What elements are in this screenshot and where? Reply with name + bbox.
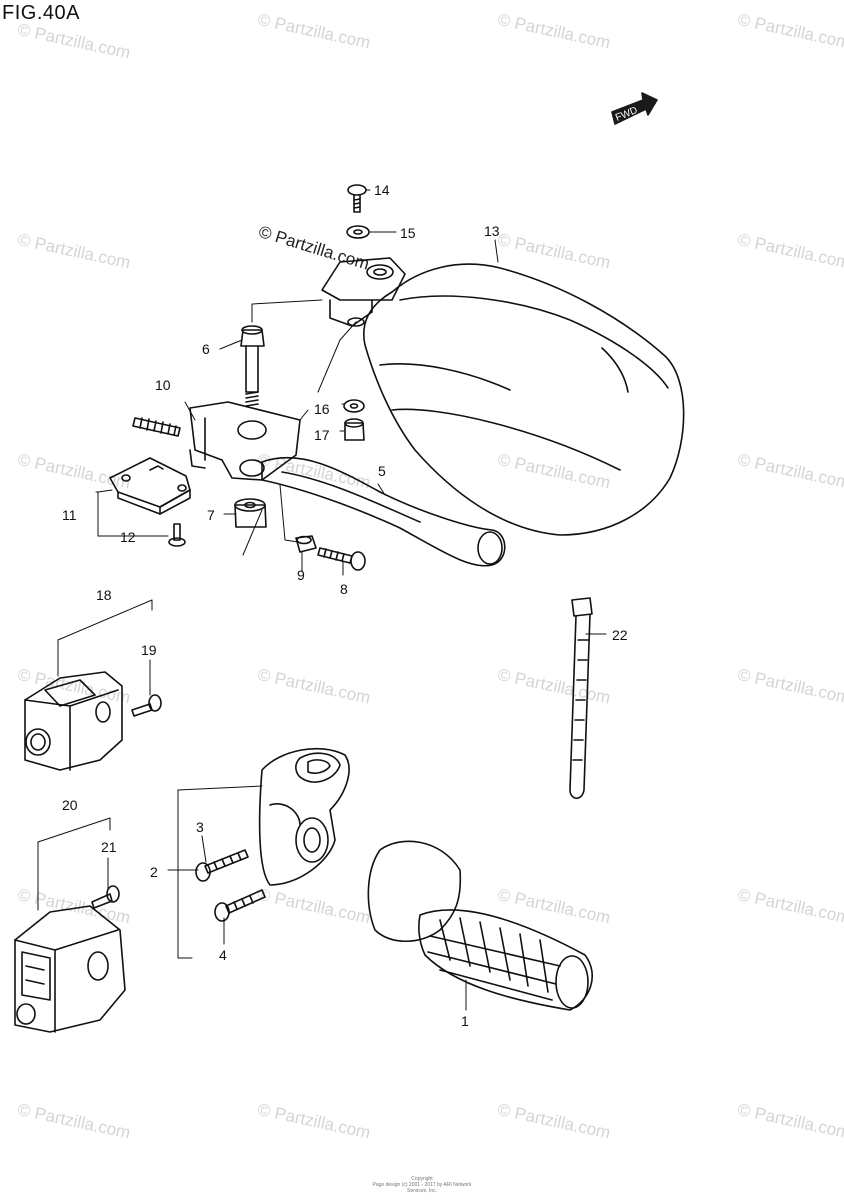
figure-title: FIG.40A	[2, 2, 80, 24]
screw-14	[347, 184, 367, 213]
callout-17: 17	[314, 427, 330, 443]
cable-tie-22	[569, 597, 593, 800]
callout-15: 15	[400, 225, 416, 241]
callout-5: 5	[378, 463, 386, 479]
lever-5	[261, 456, 506, 567]
callout-12: 12	[120, 529, 136, 545]
callout-22: 22	[612, 627, 628, 643]
fwd-arrow: FWD	[611, 92, 658, 125]
callout-20: 20	[62, 797, 78, 813]
screw-12	[168, 523, 186, 547]
washer-15	[346, 225, 370, 239]
grip-1	[367, 840, 594, 1011]
callout-7: 7	[207, 507, 215, 523]
screw-4	[214, 889, 266, 922]
callout-13: 13	[484, 223, 500, 239]
bolt-8	[317, 547, 366, 571]
nut-17	[344, 418, 365, 441]
pivot-bolt-6	[240, 325, 265, 407]
hand-guard	[363, 263, 685, 536]
callout-16: 16	[314, 401, 330, 417]
footer-page-design: Page design (c) 2001 - 2017 by ARI Netwo…	[372, 1182, 472, 1194]
adjuster-screw-10	[132, 417, 181, 437]
callout-18: 18	[96, 587, 112, 603]
switch-housing-20	[14, 905, 126, 1033]
switch-housing-18	[24, 671, 123, 771]
callout-11: 11	[62, 507, 77, 523]
collar-7	[234, 498, 267, 528]
callout-3: 3	[196, 819, 204, 835]
callout-1: 1	[461, 1013, 469, 1029]
nut-9	[295, 535, 317, 553]
fwd-label: FWD	[614, 105, 639, 124]
switch-11	[109, 457, 191, 515]
callout-6: 6	[202, 341, 210, 357]
screw-3	[195, 849, 249, 882]
washer-16	[343, 399, 365, 413]
screw-19	[131, 694, 162, 717]
callout-9: 9	[297, 567, 305, 583]
leader-lines	[37, 189, 607, 1011]
callout-4: 4	[219, 947, 227, 963]
callout-19: 19	[141, 642, 157, 658]
footer-copyright: Copyright	[411, 1176, 433, 1182]
callout-2: 2	[150, 864, 158, 880]
throttle-housing-2	[258, 747, 350, 886]
screw-21	[91, 885, 120, 909]
lever-bracket	[189, 401, 301, 481]
callout-8: 8	[340, 581, 348, 597]
callout-14: 14	[374, 182, 390, 198]
callout-21: 21	[101, 839, 117, 855]
callout-10: 10	[155, 377, 171, 393]
